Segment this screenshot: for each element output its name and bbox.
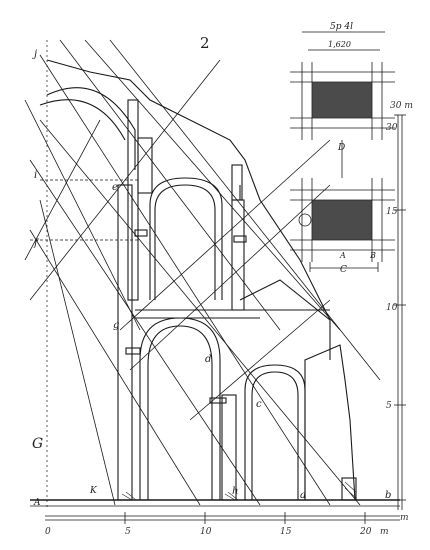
point-label-d: d	[205, 354, 211, 365]
right-scale-tick-15: 15	[386, 207, 398, 217]
base-hatching	[121, 481, 357, 501]
plan-label-c: C	[340, 265, 347, 275]
point-label-i: i	[34, 170, 37, 181]
bottom-scale-unit: m	[380, 527, 389, 537]
point-label-k: K	[89, 486, 98, 496]
pier-plans	[290, 31, 395, 272]
bottom-scale-tick-15: 15	[280, 527, 292, 537]
bottom-scale-tick-20: 20	[359, 527, 372, 537]
right-scale-unit: 30 m	[390, 101, 413, 111]
bottom-scale	[45, 512, 400, 524]
point-label-g: g	[113, 320, 119, 331]
plan-label-a: A	[339, 251, 346, 260]
point-label-b: b	[385, 490, 391, 501]
figure-number: 2	[200, 34, 210, 52]
plan-label-d: D	[337, 143, 345, 153]
upper-pier-section	[312, 82, 372, 118]
point-label-h: h	[232, 486, 238, 497]
section-structure	[30, 59, 400, 507]
point-label-e: e	[112, 182, 118, 193]
right-scale-tick-30: 30	[386, 123, 398, 133]
right-scale-tick-10: 10	[386, 303, 398, 313]
bottom-scale-tick-0: 0	[45, 527, 51, 537]
lower-pier-section	[312, 200, 372, 240]
plan-dim-inner: 1,620	[328, 40, 351, 49]
right-scale-bottom: m	[400, 513, 409, 523]
right-scale-tick-5: 5	[386, 401, 392, 411]
plan-dim-top: 5p 4l	[330, 22, 353, 32]
bottom-scale-tick-5: 5	[125, 527, 131, 537]
point-label-a: a	[300, 490, 306, 501]
bottom-scale-tick-10: 10	[200, 527, 212, 537]
plan-label-b: B	[369, 251, 376, 260]
right-vertical-scale	[394, 114, 406, 510]
point-label-j: j	[32, 49, 37, 60]
point-label-f: f	[33, 238, 40, 249]
lower-pier-shaft	[298, 213, 312, 227]
point-label-g-axis: G	[32, 436, 43, 452]
point-label-upper-a: A	[33, 498, 41, 508]
point-label-c: c	[256, 399, 262, 410]
